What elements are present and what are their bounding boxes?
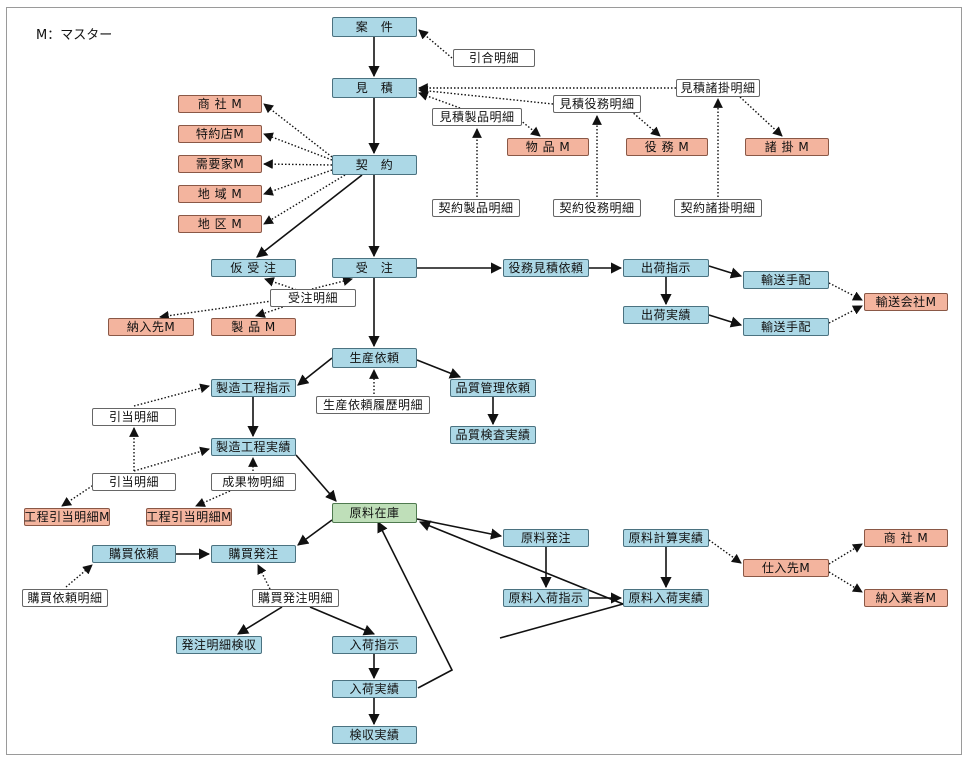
connector-arrow <box>828 305 863 324</box>
connector-arrow <box>263 174 346 225</box>
node-yuso-tehai-2: 輸送手配 <box>743 318 829 336</box>
legend: M：マスター <box>36 28 113 43</box>
node-yuso-tehai-1: 輸送手配 <box>743 271 829 289</box>
node-koutei-hikiate-meisai-m-1: 工程引当明細M <box>24 508 110 526</box>
connector-arrow <box>61 473 111 507</box>
connector-arrow <box>739 96 783 137</box>
node-kenshu-jisseki: 検収実績 <box>332 726 417 744</box>
node-hacchu-meisai-kenshu: 発注明細検収 <box>176 636 262 654</box>
node-hikiate-meisai-2: 引当明細 <box>92 473 176 491</box>
node-nyuka-jisseki: 入荷実績 <box>332 680 417 698</box>
node-chiku-m: 地 区 M <box>178 215 262 233</box>
connector-arrow <box>309 606 376 636</box>
node-hikiate-meisai-1: 引当明細 <box>92 408 176 426</box>
node-nyuka-shiji: 入荷指示 <box>332 636 417 654</box>
connector-arrow <box>418 91 461 109</box>
node-juyouka-m: 需要家M <box>178 155 262 173</box>
node-nounyu-gyousha-m: 納入業者M <box>864 589 948 607</box>
connector-arrow <box>708 539 742 564</box>
connector-arrow <box>828 282 863 301</box>
connector-arrow <box>159 300 273 321</box>
node-shokake-m: 諸 掛 M <box>745 138 829 156</box>
node-busshin-m: 物 品 M <box>507 138 589 156</box>
connector-arrow <box>295 454 337 502</box>
connector-arrow <box>519 119 541 137</box>
node-keiyaku-seihin-meisai: 契約製品明細 <box>432 199 520 217</box>
node-mitsumori-seihin-meisai: 見積製品明細 <box>432 108 522 126</box>
connector-arrow <box>418 86 554 105</box>
node-ekimu-mitsumori-irai: 役務見積依頼 <box>503 259 589 277</box>
connector-arrow <box>237 606 283 635</box>
node-seikabutsu-meisai: 成果物明細 <box>211 473 296 491</box>
node-seizo-koutei-jisseki: 製造工程実績 <box>211 438 296 456</box>
node-genryo-keisan-jisseki: 原料計算実績 <box>623 529 709 547</box>
connector-arrow <box>311 276 353 290</box>
connector-arrow <box>257 564 271 590</box>
node-hinshitsu-kanri-irai: 品質管理依頼 <box>450 379 536 397</box>
node-mitsumori: 見 積 <box>332 78 417 98</box>
node-koubai-irai: 購買依頼 <box>92 545 176 563</box>
node-koutei-hikiate-meisai-m-2: 工程引当明細M <box>146 508 232 526</box>
connector-arrow <box>828 543 863 565</box>
node-karijuchu: 仮 受 注 <box>211 259 296 277</box>
node-genryo-nyuka-jisseki: 原料入荷実績 <box>623 589 709 607</box>
node-mitsumori-shokake-meisai: 見積諸掛明細 <box>676 79 760 97</box>
node-keiyaku-shokake-meisai: 契約諸掛明細 <box>674 199 762 217</box>
node-juchu: 受 注 <box>332 258 417 278</box>
node-genryo-zaiko: 原料在庫 <box>332 503 417 523</box>
connector-arrow <box>708 314 743 328</box>
connector-arrow <box>195 490 231 507</box>
connector-arrow <box>263 103 333 158</box>
node-shosha-m-2: 商 社 M <box>864 529 948 547</box>
connector-arrow <box>416 359 462 379</box>
node-yuso-kaisha-m: 輸送会社M <box>864 293 948 311</box>
connector-arrow <box>255 305 287 318</box>
connector-arrow <box>263 132 333 161</box>
connector-arrow <box>630 110 661 137</box>
connector-arrow <box>133 383 210 407</box>
node-seihin-m: 製 品 M <box>211 318 296 336</box>
node-shukka-jisseki: 出荷実績 <box>623 306 709 324</box>
node-koubai-hacchu: 購買発注 <box>211 545 296 563</box>
node-seisan-irai-rireki-meisai: 生産依頼履歴明細 <box>316 396 430 414</box>
node-seizo-koutei-shiji: 製造工程指示 <box>211 379 296 397</box>
connector-arrow <box>708 265 743 279</box>
node-chiiki-m: 地 域 M <box>178 185 262 203</box>
connector-arrow <box>263 169 333 196</box>
connector-arrow <box>65 564 93 588</box>
connector-arrow <box>256 174 363 258</box>
node-genryo-hacchu: 原料発注 <box>503 529 589 547</box>
node-anken: 案 件 <box>332 17 417 37</box>
connector-arrow <box>418 29 453 59</box>
connector-arrow <box>416 518 503 540</box>
node-ekimu-m: 役 務 M <box>626 138 708 156</box>
node-koubai-hacchu-meisai: 購買発注明細 <box>252 589 339 607</box>
node-nounyusaki-m: 納入先M <box>108 318 194 336</box>
diagram-frame <box>6 7 962 755</box>
connector-arrow <box>263 159 333 170</box>
node-seisan-irai: 生産依頼 <box>332 348 417 368</box>
node-tokuyakuten-m: 特約店M <box>178 125 262 143</box>
node-hinshitsu-kensa-jisseki: 品質検査実績 <box>450 426 536 444</box>
node-keiyaku: 契 約 <box>332 155 417 175</box>
connector-arrow <box>133 446 210 472</box>
node-juchu-meisai: 受注明細 <box>270 289 356 307</box>
node-hikiai-meisai: 引合明細 <box>453 49 535 67</box>
node-keiyaku-ekimu-meisai: 契約役務明細 <box>553 199 641 217</box>
connector-arrow <box>297 519 333 546</box>
node-koubai-irai-meisai: 購買依頼明細 <box>22 589 108 607</box>
node-shosha-m: 商 社 M <box>178 95 262 113</box>
node-mitsumori-ekimu-meisai: 見積役務明細 <box>553 95 641 113</box>
node-shukka-shiji: 出荷指示 <box>623 259 709 277</box>
connector-arrow <box>828 571 863 593</box>
connector-arrow <box>377 520 454 689</box>
node-genryo-nyuka-shiji: 原料入荷指示 <box>503 589 589 607</box>
connector-arrow <box>297 357 333 386</box>
node-shiiresaki-m: 仕入先M <box>743 559 829 577</box>
